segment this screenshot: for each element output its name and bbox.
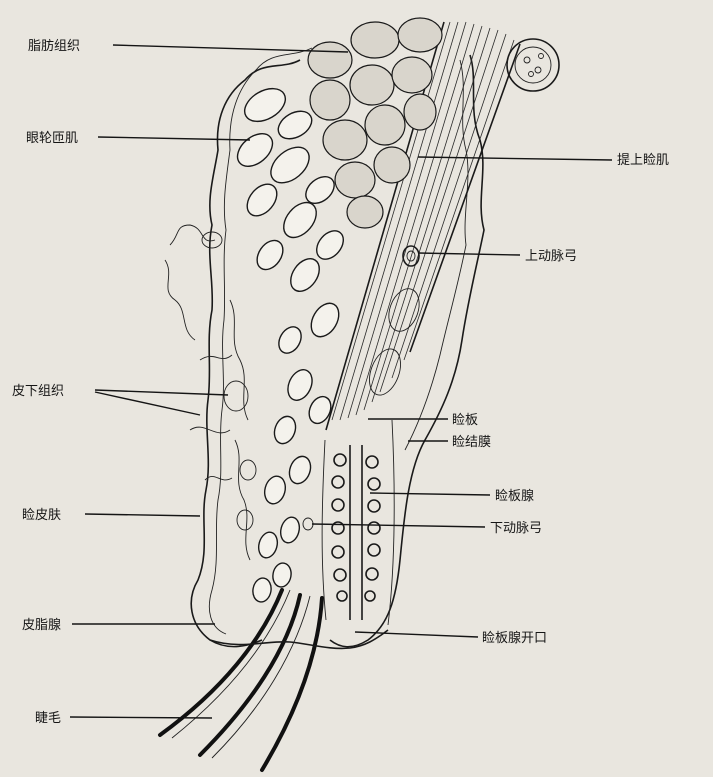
tarsal-plate-outline	[322, 420, 394, 625]
leader-eyelash	[70, 717, 212, 718]
label-orbicularis: 眼轮匝肌	[26, 131, 78, 146]
label-lower-arcade: 下动脉弓	[490, 521, 542, 536]
leader-upper-arcade	[418, 253, 520, 255]
leader-lower-arcade	[312, 524, 485, 527]
leader-orbicularis	[98, 137, 250, 140]
label-meibomian: 睑板腺	[495, 489, 534, 504]
label-conjunctiva: 睑结膜	[452, 435, 491, 450]
label-eyelid-skin: 睑皮肤	[22, 508, 61, 523]
label-sebaceous: 皮脂腺	[22, 618, 61, 633]
leader-subcutaneous-b	[95, 392, 200, 415]
label-subcutaneous: 皮下组织	[12, 384, 64, 399]
label-tarsus: 睑板	[452, 413, 478, 428]
label-fat-tissue: 脂肪组织	[28, 38, 80, 54]
meibomian-gland	[332, 445, 380, 620]
leader-eyelid-skin	[85, 514, 200, 516]
leader-levator	[418, 157, 612, 160]
orbicularis-muscle-bundles	[231, 82, 348, 604]
label-meibomian-opening: 睑板腺开口	[482, 631, 547, 646]
leader-meibomian	[370, 493, 490, 495]
label-eyelash: 睫毛	[35, 711, 61, 726]
label-upper-arcade: 上动脉弓	[525, 249, 577, 264]
label-levator: 提上睑肌	[617, 152, 669, 168]
vessel-cross-section	[507, 39, 559, 91]
eyelashes	[160, 590, 322, 770]
